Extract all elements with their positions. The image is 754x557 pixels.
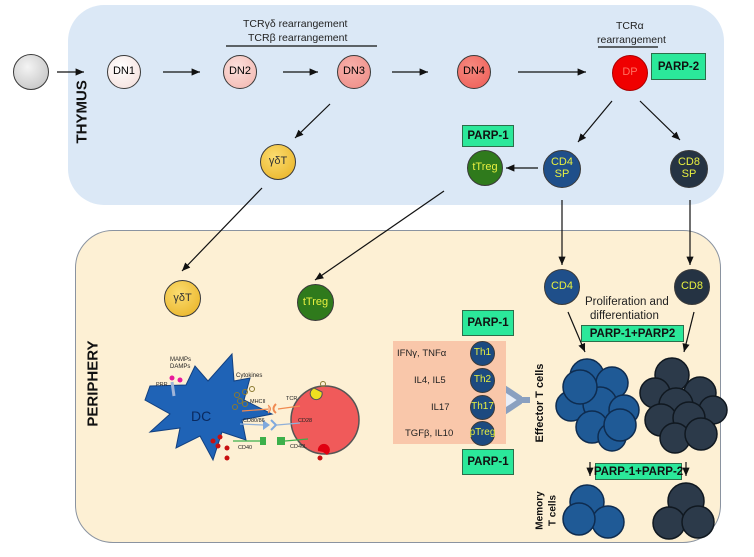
cd8-sp-label-2: SP (681, 168, 697, 180)
th2-cell: Th2 (470, 368, 495, 393)
tcr-alpha-label: TCRα (616, 20, 644, 32)
dn3-cell: DN3 (337, 55, 371, 89)
red-receptor (317, 443, 330, 455)
cd40l-stalk (284, 438, 309, 442)
th17-cytokines: IL17 (431, 402, 450, 413)
th1-cell: Th1 (470, 341, 495, 366)
cd8-memory-cluster (652, 482, 715, 540)
th1-cytokines: IFNγ, TNFα (397, 348, 447, 359)
arrow-cd8-effector (682, 311, 695, 353)
cd4-sp-label-2: SP (554, 168, 570, 180)
thymus-region (68, 5, 724, 205)
arrow-dn3-gdt (294, 103, 331, 139)
dn1-cell: DN1 (107, 55, 141, 89)
yellow-receptor (309, 387, 323, 401)
damp-particle (177, 377, 183, 383)
mamps-label: MAMPs (170, 357, 191, 363)
immunological-synapse (144, 352, 360, 462)
dp-cell: DP (612, 55, 648, 91)
tcr-molecule (272, 403, 277, 414)
parp1-ttreg-box: PARP-1 (462, 125, 514, 147)
tcr-stalk (277, 405, 301, 410)
cd4-memory-cluster (562, 484, 625, 539)
dc-label: DC (191, 408, 212, 424)
arrow-thymus-ttreg-periphery (314, 190, 445, 281)
progenitor-cell (13, 54, 49, 90)
cd4-effector-cluster (555, 358, 640, 452)
cytokines-label: Cytokines (236, 373, 263, 379)
th17-cell: Th17 (470, 395, 495, 420)
cd8-sp-cell: CD8 SP (670, 150, 708, 188)
ptreg-cytokines: TGFβ, IL10 (405, 428, 454, 439)
peripheral-ttreg-cell: tTreg (297, 284, 334, 321)
dc-cell-shape (144, 352, 274, 462)
cd4-sp-cell: CD4 SP (543, 150, 581, 188)
dn4-cell: DN4 (457, 55, 491, 89)
arrow-dp-cd8sp (639, 100, 681, 141)
mhcii-molecule (267, 404, 271, 414)
prr-receptor (170, 381, 176, 397)
parp1-parp2-memory-box: PARP-1+PARP-2 (594, 463, 683, 480)
cd40-molecule (260, 437, 266, 445)
cd40-label: CD40 (238, 445, 253, 451)
cd8-effector-cluster (639, 357, 728, 454)
cd28-label: CD28 (298, 418, 313, 424)
thymic-ttreg-cell: tTreg (467, 150, 503, 186)
cd8-cell: CD8 (674, 269, 710, 305)
damps-label: DAMPs (170, 364, 191, 370)
parp1-effector-top-box: PARP-1 (462, 310, 514, 336)
proliferation-label-1: Proliferation and (585, 296, 669, 308)
tcr-label: TCR (286, 396, 298, 402)
tcr-gd-rearrangement-label: TCRγδ rearrangement (243, 18, 348, 30)
cd28-molecule (270, 419, 278, 431)
arrow-thymus-gdt-periphery (181, 187, 263, 272)
red-granules (210, 434, 323, 461)
mhcii-stalk (241, 408, 271, 412)
tcr-beta-rearrangement-label: TCRβ rearrangement (248, 32, 348, 44)
peripheral-gdt-cell: γδT (164, 280, 201, 317)
proliferation-label-2: differentiation (590, 310, 659, 322)
tcr-alpha-rearrangement-label: rearrangement (597, 34, 666, 46)
cd80-stalk (239, 423, 264, 426)
dn2-cell: DN2 (223, 55, 257, 89)
arrow-dp-cd4sp (577, 100, 613, 143)
cd8-sp-label-1: CD8 (677, 156, 700, 169)
cytokine-particles (232, 381, 326, 410)
mhcii-label: MHCII (250, 399, 266, 405)
cd4-sp-label-1: CD4 (550, 156, 573, 169)
th2-cytokines: IL4, IL5 (414, 375, 446, 386)
cd28-stalk (276, 422, 301, 426)
parp2-dp-box: PARP-2 (651, 53, 706, 80)
cd40l-label: CD40L (290, 444, 308, 450)
prr-label: PRR (156, 382, 168, 388)
cd40l-molecule (277, 437, 285, 445)
cd80-86-label: CD80/86 (243, 418, 265, 424)
parp1-effector-bottom-box: PARP-1 (462, 449, 514, 475)
thymic-gdt-cell: γδT (260, 144, 296, 180)
cd80-molecule (263, 420, 270, 430)
mamp-particle (169, 375, 175, 381)
ptreg-cell: pTreg (470, 421, 495, 446)
cd4-cell: CD4 (544, 269, 580, 305)
parp1-parp2-proliferation-box: PARP-1+PARP2 (581, 325, 684, 342)
arrow-cd4-effector (567, 311, 586, 353)
